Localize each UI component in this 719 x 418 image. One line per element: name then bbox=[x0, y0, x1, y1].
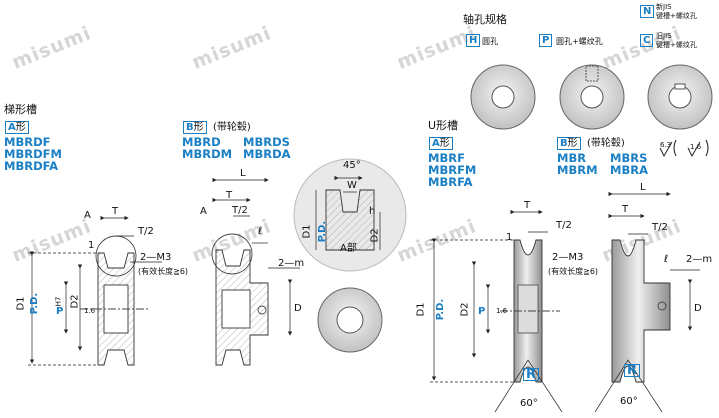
trap-a-section bbox=[80, 235, 150, 366]
dim-eff-left: (有效长度≧6) bbox=[138, 267, 189, 276]
u-b-code: B形 bbox=[557, 137, 581, 150]
u-a-code: A形 bbox=[429, 137, 453, 150]
bore-code-p: P bbox=[539, 34, 553, 47]
roughness-symbol bbox=[659, 139, 709, 158]
trap-b-code: B形 bbox=[183, 121, 207, 134]
dim-45deg: 45° bbox=[343, 160, 361, 171]
u-b-model-2: MBRM bbox=[557, 163, 598, 177]
roughness-left: 6.3 bbox=[660, 141, 672, 149]
u-b-dims bbox=[594, 191, 700, 413]
trap-a-dims bbox=[28, 215, 162, 366]
dim-t-u: T bbox=[524, 200, 531, 211]
dim-ell-ub: ℓ bbox=[664, 254, 669, 265]
trap-b-model-4: MBRDA bbox=[243, 147, 291, 161]
dim-d2-detail: D2 bbox=[369, 228, 381, 243]
dim-m-ub: 2—m bbox=[686, 254, 713, 265]
dim-r-ub: R bbox=[624, 364, 641, 377]
dim-m3-u: 2—M3 bbox=[552, 252, 584, 263]
dim-pd-u: P.D. bbox=[435, 298, 447, 321]
dim-t-left: T bbox=[112, 206, 119, 217]
dim-pd-left: P.D. bbox=[29, 292, 41, 315]
dim-t2-b: T/2 bbox=[232, 205, 248, 216]
bore-label-n2: 键槽+螺纹孔 bbox=[656, 12, 697, 20]
bore-label-h: 圆孔 bbox=[482, 37, 498, 46]
dim-60-ub: 60° bbox=[620, 396, 638, 407]
dim-m3-left: 2—M3 bbox=[140, 252, 172, 263]
dim-ell-b: ℓ bbox=[258, 226, 263, 237]
dim-16-left: 1.6 bbox=[84, 307, 96, 315]
bore-code-n: N bbox=[640, 5, 655, 18]
u-b-model-3: MBRS bbox=[610, 151, 648, 165]
trap-b-end-view bbox=[317, 287, 383, 353]
dim-t2-u: T/2 bbox=[556, 220, 572, 231]
dim-l-b: L bbox=[240, 168, 246, 179]
u-a-model-2: MBRFM bbox=[428, 163, 477, 177]
u-a-model-1: MBRF bbox=[428, 151, 465, 165]
dim-16-u: 1.6 bbox=[496, 307, 508, 315]
u-a-dims bbox=[430, 209, 563, 413]
trap-b-note: (带轮毂) bbox=[213, 122, 251, 133]
u-b-note: (带轮毂) bbox=[587, 138, 625, 149]
dim-w: W bbox=[347, 180, 357, 191]
dim-p-u: P bbox=[478, 306, 486, 317]
trap-b-model-3: MBRDS bbox=[243, 135, 290, 149]
u-b-model-1: MBR bbox=[557, 151, 587, 165]
trap-b-dims bbox=[212, 177, 300, 336]
dim-t-b: T bbox=[226, 190, 233, 201]
dim-t2-ub: T/2 bbox=[652, 222, 668, 233]
dim-d1-u: D1 bbox=[415, 302, 427, 317]
bore-code-h: H bbox=[466, 34, 481, 47]
dim-eff-u: (有效长度≧6) bbox=[548, 267, 599, 276]
roughness-right: 1.6 bbox=[690, 143, 702, 151]
dim-pd-detail: P.D. bbox=[317, 220, 329, 243]
trap-a-code: A形 bbox=[5, 121, 29, 134]
u-groove-title: U形槽 bbox=[428, 119, 459, 132]
bore-disc-h bbox=[470, 64, 536, 130]
trap-a-model-2: MBRDFM bbox=[4, 147, 62, 161]
dim-h: h bbox=[369, 206, 376, 217]
dim-d-ub: D bbox=[694, 303, 702, 314]
dim-a-b: A bbox=[200, 206, 207, 217]
bore-spec-title: 轴孔规格 bbox=[463, 13, 507, 26]
dim-l-ub: L bbox=[640, 182, 646, 193]
dim-d2-left: D2 bbox=[69, 294, 81, 309]
trapezoid-title: 梯形槽 bbox=[4, 103, 37, 116]
trap-b-section bbox=[211, 233, 269, 366]
u-b-section bbox=[611, 239, 671, 383]
dim-60-u: 60° bbox=[520, 398, 538, 409]
dim-d1-left: D1 bbox=[15, 296, 27, 311]
bore-disc-n bbox=[647, 64, 713, 130]
detail-a-circle bbox=[293, 158, 407, 272]
dim-1-u: 1 bbox=[506, 232, 513, 243]
u-b-model-4: MBRA bbox=[610, 163, 648, 177]
dim-d1-detail: D1 bbox=[301, 224, 313, 239]
dim-d2-u: D2 bbox=[459, 302, 471, 317]
bore-label-p: 圆孔+螺纹孔 bbox=[556, 37, 603, 46]
trap-b-model-1: MBRD bbox=[182, 135, 221, 149]
dim-h7-left: H7 bbox=[54, 296, 63, 307]
bore-label-n1: 新JIS bbox=[656, 3, 672, 11]
dim-d-b: D bbox=[294, 303, 302, 314]
bore-label-c2: 键槽+螺纹孔 bbox=[656, 41, 697, 49]
u-a-section bbox=[500, 239, 560, 383]
dim-a-left: A bbox=[84, 210, 91, 221]
dim-t2-left: T/2 bbox=[138, 226, 154, 237]
bore-code-c: C bbox=[640, 34, 654, 47]
trap-b-model-2: MBRDM bbox=[182, 147, 233, 161]
u-a-model-3: MBRFA bbox=[428, 175, 473, 189]
dim-r-u: R bbox=[523, 368, 540, 381]
trap-a-model-3: MBRDFA bbox=[4, 159, 59, 173]
dim-p-left: P bbox=[56, 306, 64, 317]
bore-disc-p bbox=[559, 64, 625, 130]
trap-a-model-1: MBRDF bbox=[4, 135, 51, 149]
bore-label-c1: 旧JIS bbox=[656, 32, 672, 40]
dim-1-left: 1 bbox=[88, 240, 95, 251]
dim-t-ub: T bbox=[622, 204, 629, 215]
detail-a-label: A部 bbox=[340, 243, 357, 254]
dim-m-b: 2—m bbox=[278, 258, 305, 269]
